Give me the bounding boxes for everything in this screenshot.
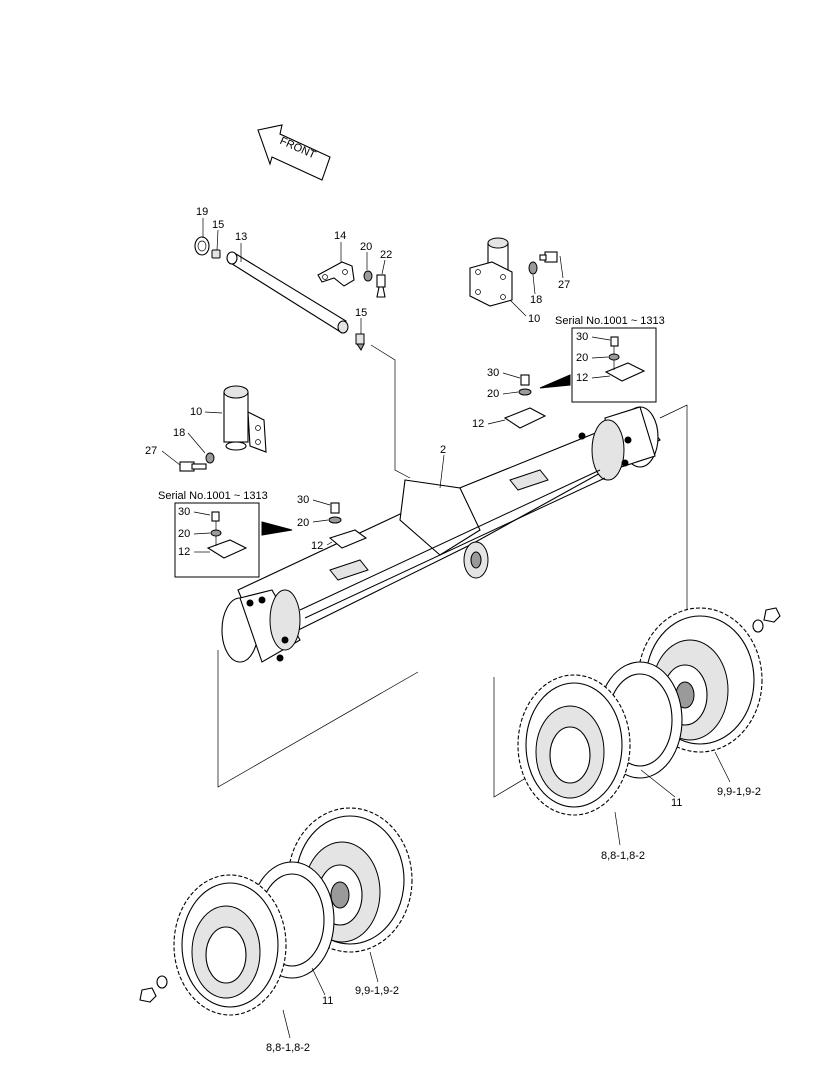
serial-box-left-item-12: 12 [178, 546, 190, 558]
pad-left [261, 502, 368, 549]
callout-8-left: 8,8-1,8-2 [266, 1042, 310, 1054]
serial-box-left-item-20: 20 [178, 528, 190, 540]
callout-9-left: 9,9-1,9-2 [355, 985, 399, 997]
wheel-set-left [139, 807, 413, 1016]
callout-10-right: 10 [528, 313, 540, 325]
serial-box-right-item-12: 12 [576, 372, 588, 384]
callout-11-left: 11 [322, 995, 333, 1007]
callout-20-upper: 20 [487, 388, 499, 400]
callout-11-right: 11 [671, 797, 682, 809]
callout-15-lower: 15 [355, 307, 367, 319]
callouts: 19 15 13 14 20 22 15 27 18 10 10 18 27 2… [145, 206, 761, 1054]
pad-upper [503, 374, 571, 429]
callout-30-upper: 30 [487, 367, 499, 379]
callout-20-top: 20 [360, 241, 372, 253]
cylinder-top [469, 237, 558, 307]
front-arrow: FRONT [257, 124, 331, 181]
axle-housing [221, 406, 661, 663]
wheel-set-right [517, 607, 781, 816]
leader-lines [161, 218, 731, 1039]
callout-27-right: 27 [558, 279, 570, 291]
callout-10-left: 10 [190, 406, 202, 418]
callout-22: 22 [380, 249, 392, 261]
callout-8-right: 8,8-1,8-2 [601, 850, 645, 862]
callout-18-right: 18 [530, 294, 542, 306]
cylinder-left [179, 385, 267, 472]
callout-14: 14 [334, 230, 346, 242]
serial-box-left: Serial No.1001 ~ 1313 30 20 12 [158, 490, 268, 578]
serial-box-right-item-20: 20 [576, 352, 588, 364]
serial-box-left-item-30: 30 [178, 506, 190, 518]
pin-assembly [194, 236, 386, 351]
callout-20-left: 20 [297, 517, 309, 529]
callout-27-left: 27 [145, 445, 157, 457]
callout-2: 2 [440, 444, 446, 456]
callout-12-left: 12 [311, 540, 323, 552]
serial-box-right-title: Serial No.1001 ~ 1313 [555, 315, 665, 327]
callout-12-upper: 12 [472, 418, 484, 430]
callout-13: 13 [235, 231, 247, 243]
callout-19: 19 [196, 206, 208, 218]
callout-18-left: 18 [173, 427, 185, 439]
callout-30-left: 30 [297, 494, 309, 506]
callout-15-top: 15 [212, 219, 224, 231]
serial-box-left-title: Serial No.1001 ~ 1313 [158, 490, 268, 502]
serial-box-right: Serial No.1001 ~ 1313 30 20 12 [555, 315, 665, 403]
serial-box-right-item-30: 30 [576, 331, 588, 343]
callout-9-right: 9,9-1,9-2 [717, 786, 761, 798]
